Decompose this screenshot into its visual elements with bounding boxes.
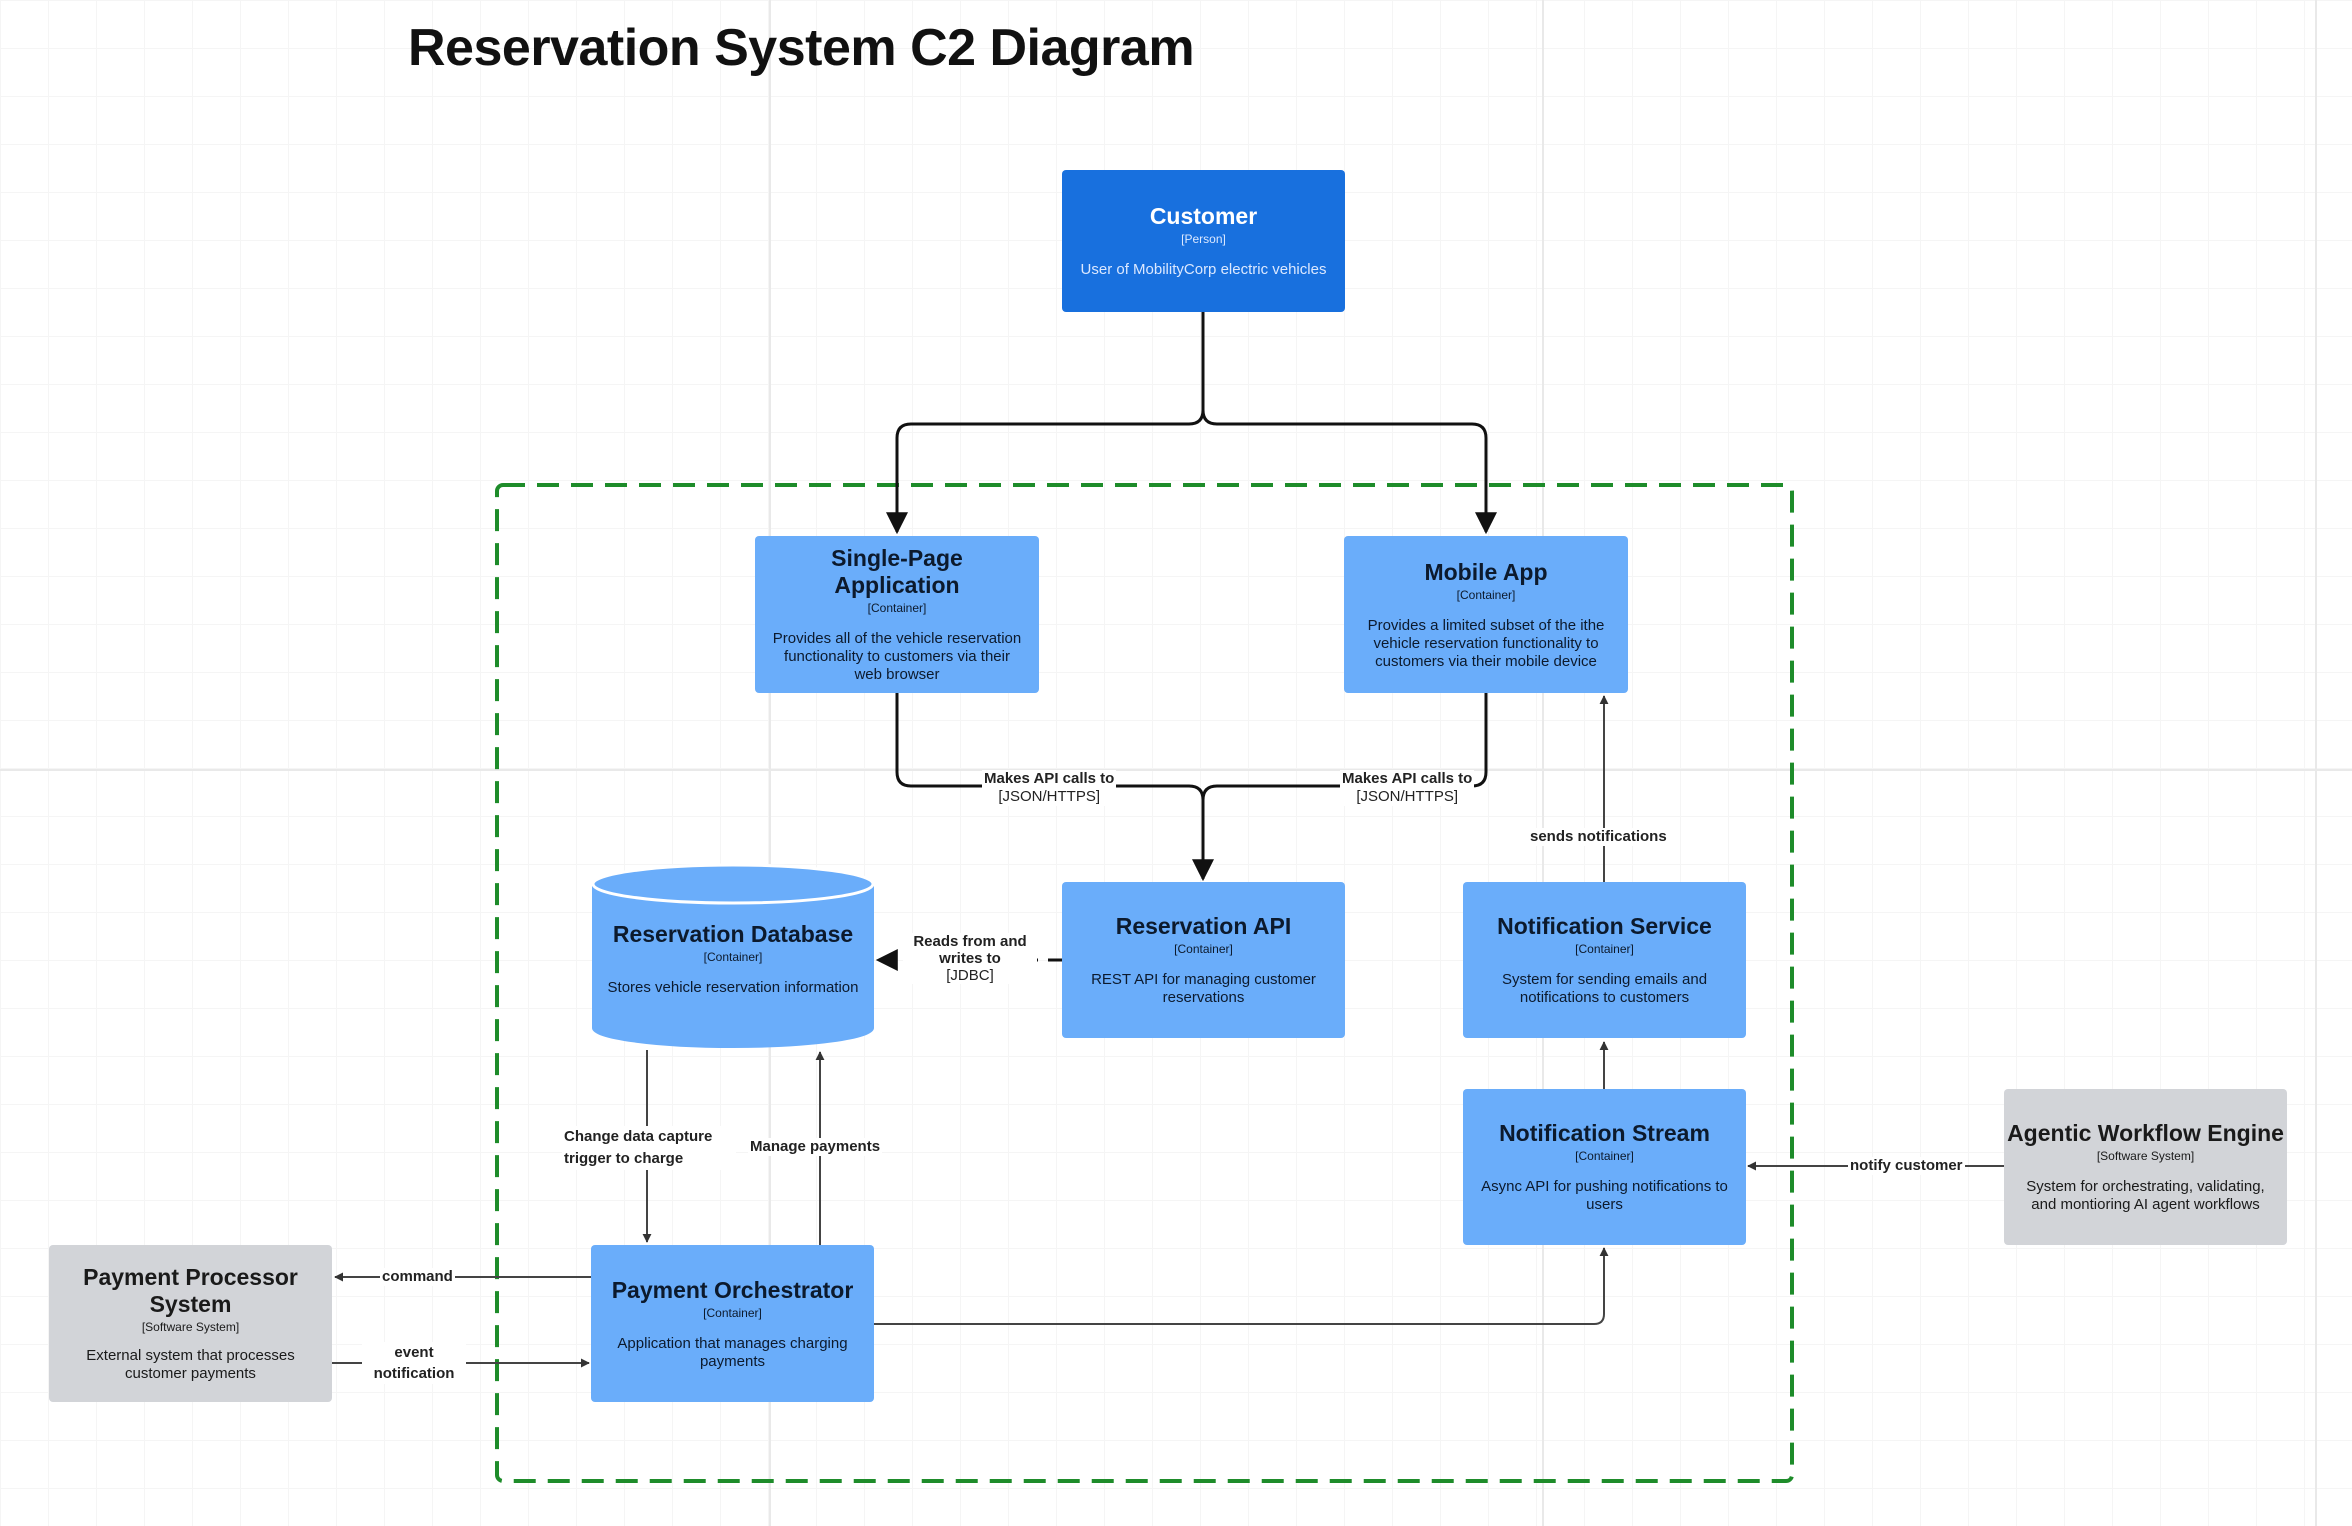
database-cylinder [591,863,875,1048]
system-boundary [495,483,1794,1483]
customer-description: User of MobilityCorp electric vehicles [1080,261,1327,278]
label-spa-api-text: Makes API calls to [984,770,1115,787]
spa-container[interactable]: Single-Page Application [Container] Prov… [755,536,1039,693]
label-orch-db-text: Manage payments [750,1138,881,1155]
agentic-title: Agentic Workflow Engine [2007,1120,2284,1146]
notif-service-title: Notification Service [1497,913,1712,939]
label-db-orch-text: Change data capture trigger to charge [564,1128,713,1167]
edge-customer-mobile [1201,312,1497,535]
mobile-description: Provides a limited subset of the ithe ve… [1367,616,1605,670]
payment-processor-system[interactable]: Payment Processor System [Software Syste… [49,1245,332,1402]
label-mobile-api-tech: [JSON/HTTPS] [1356,788,1459,805]
api-description: REST API for managing customer reservati… [1091,971,1316,1006]
label-api-db: Reads from and writes to [JDBC] [903,933,1037,984]
reservation-database[interactable]: Reservation Database [Container] Stores … [593,865,873,1050]
notification-stream-container[interactable]: Notification Stream [Container] Async AP… [1463,1089,1746,1245]
label-mobile-api-text: Makes API calls to [1342,770,1473,787]
mobile-title: Mobile App [1424,558,1548,585]
notif-stream-title: Notification Stream [1499,1120,1710,1146]
customer-title: Customer [1149,203,1258,229]
label-agentic-stream-text: notify customer [1850,1157,1963,1174]
agentic-workflow-engine[interactable]: Agentic Workflow Engine [Software System… [2004,1089,2287,1245]
db-type: [Container] [703,950,763,964]
label-orch-payment: command [380,1268,455,1286]
notif-stream-type: [Container] [1575,1149,1634,1163]
agentic-description: System for orchestrating, validating, an… [2026,1178,2265,1213]
spa-title: Single-Page Application [831,545,963,598]
agentic-type: [Software System] [2096,1149,2195,1163]
db-description: Stores vehicle reservation information [607,979,859,996]
label-mobile-api: Makes API calls to [JSON/HTTPS] [1340,770,1475,806]
label-api-db-tech: [JDBC] [946,967,994,984]
mobile-type: [Container] [1456,587,1516,602]
reservation-api-container[interactable]: Reservation API [Container] REST API for… [1062,882,1345,1038]
label-orch-payment-text: command [382,1268,453,1285]
label-orch-db: Manage payments [748,1138,883,1156]
customer-type: [Person] [1181,232,1226,246]
label-api-db-text: Reads from and writes to [913,933,1027,967]
label-payment-orch-text: event notification [373,1344,455,1382]
label-payment-orch: event notification [362,1342,466,1384]
api-title: Reservation API [1115,913,1292,939]
customer-person[interactable]: Customer [Person] User of MobilityCorp e… [1062,170,1345,312]
notif-service-description: System for sending emails and notificati… [1501,971,1708,1006]
label-spa-api: Makes API calls to [JSON/HTTPS] [982,770,1117,806]
payment-description: External system that processes customer … [86,1347,295,1382]
label-agentic-stream: notify customer [1848,1157,1965,1175]
edge-customer-spa [886,312,1205,535]
notif-service-type: [Container] [1575,942,1634,956]
orchestrator-title: Payment Orchestrator [611,1276,854,1303]
api-type: [Container] [1174,942,1233,956]
payment-orchestrator-container[interactable]: Payment Orchestrator [Container] Applica… [591,1245,874,1402]
spa-type: [Container] [867,601,927,615]
edge-orch-stream [874,1247,1609,1325]
diagram-title: Reservation System C2 Diagram [408,19,1195,77]
orchestrator-type: [Container] [703,1305,762,1320]
label-service-mobile-text: sends notifications [1530,828,1667,845]
mobile-app-container[interactable]: Mobile App [Container] Provides a limite… [1344,536,1628,693]
notification-service-container[interactable]: Notification Service [Container] System … [1463,882,1746,1038]
label-db-orch: Change data capture trigger to charge [562,1126,736,1170]
orchestrator-description: Application that manages charging paymen… [617,1334,848,1370]
db-title: Reservation Database [612,921,854,947]
spa-description: Provides all of the vehicle reservation … [772,630,1022,683]
label-spa-api-tech: [JSON/HTTPS] [998,788,1101,805]
payment-type: [Software System] [141,1320,240,1334]
payment-title: Payment Processor System [83,1264,298,1317]
label-service-mobile: sends notifications [1528,828,1669,846]
notif-stream-description: Async API for pushing notifications to u… [1481,1178,1728,1213]
